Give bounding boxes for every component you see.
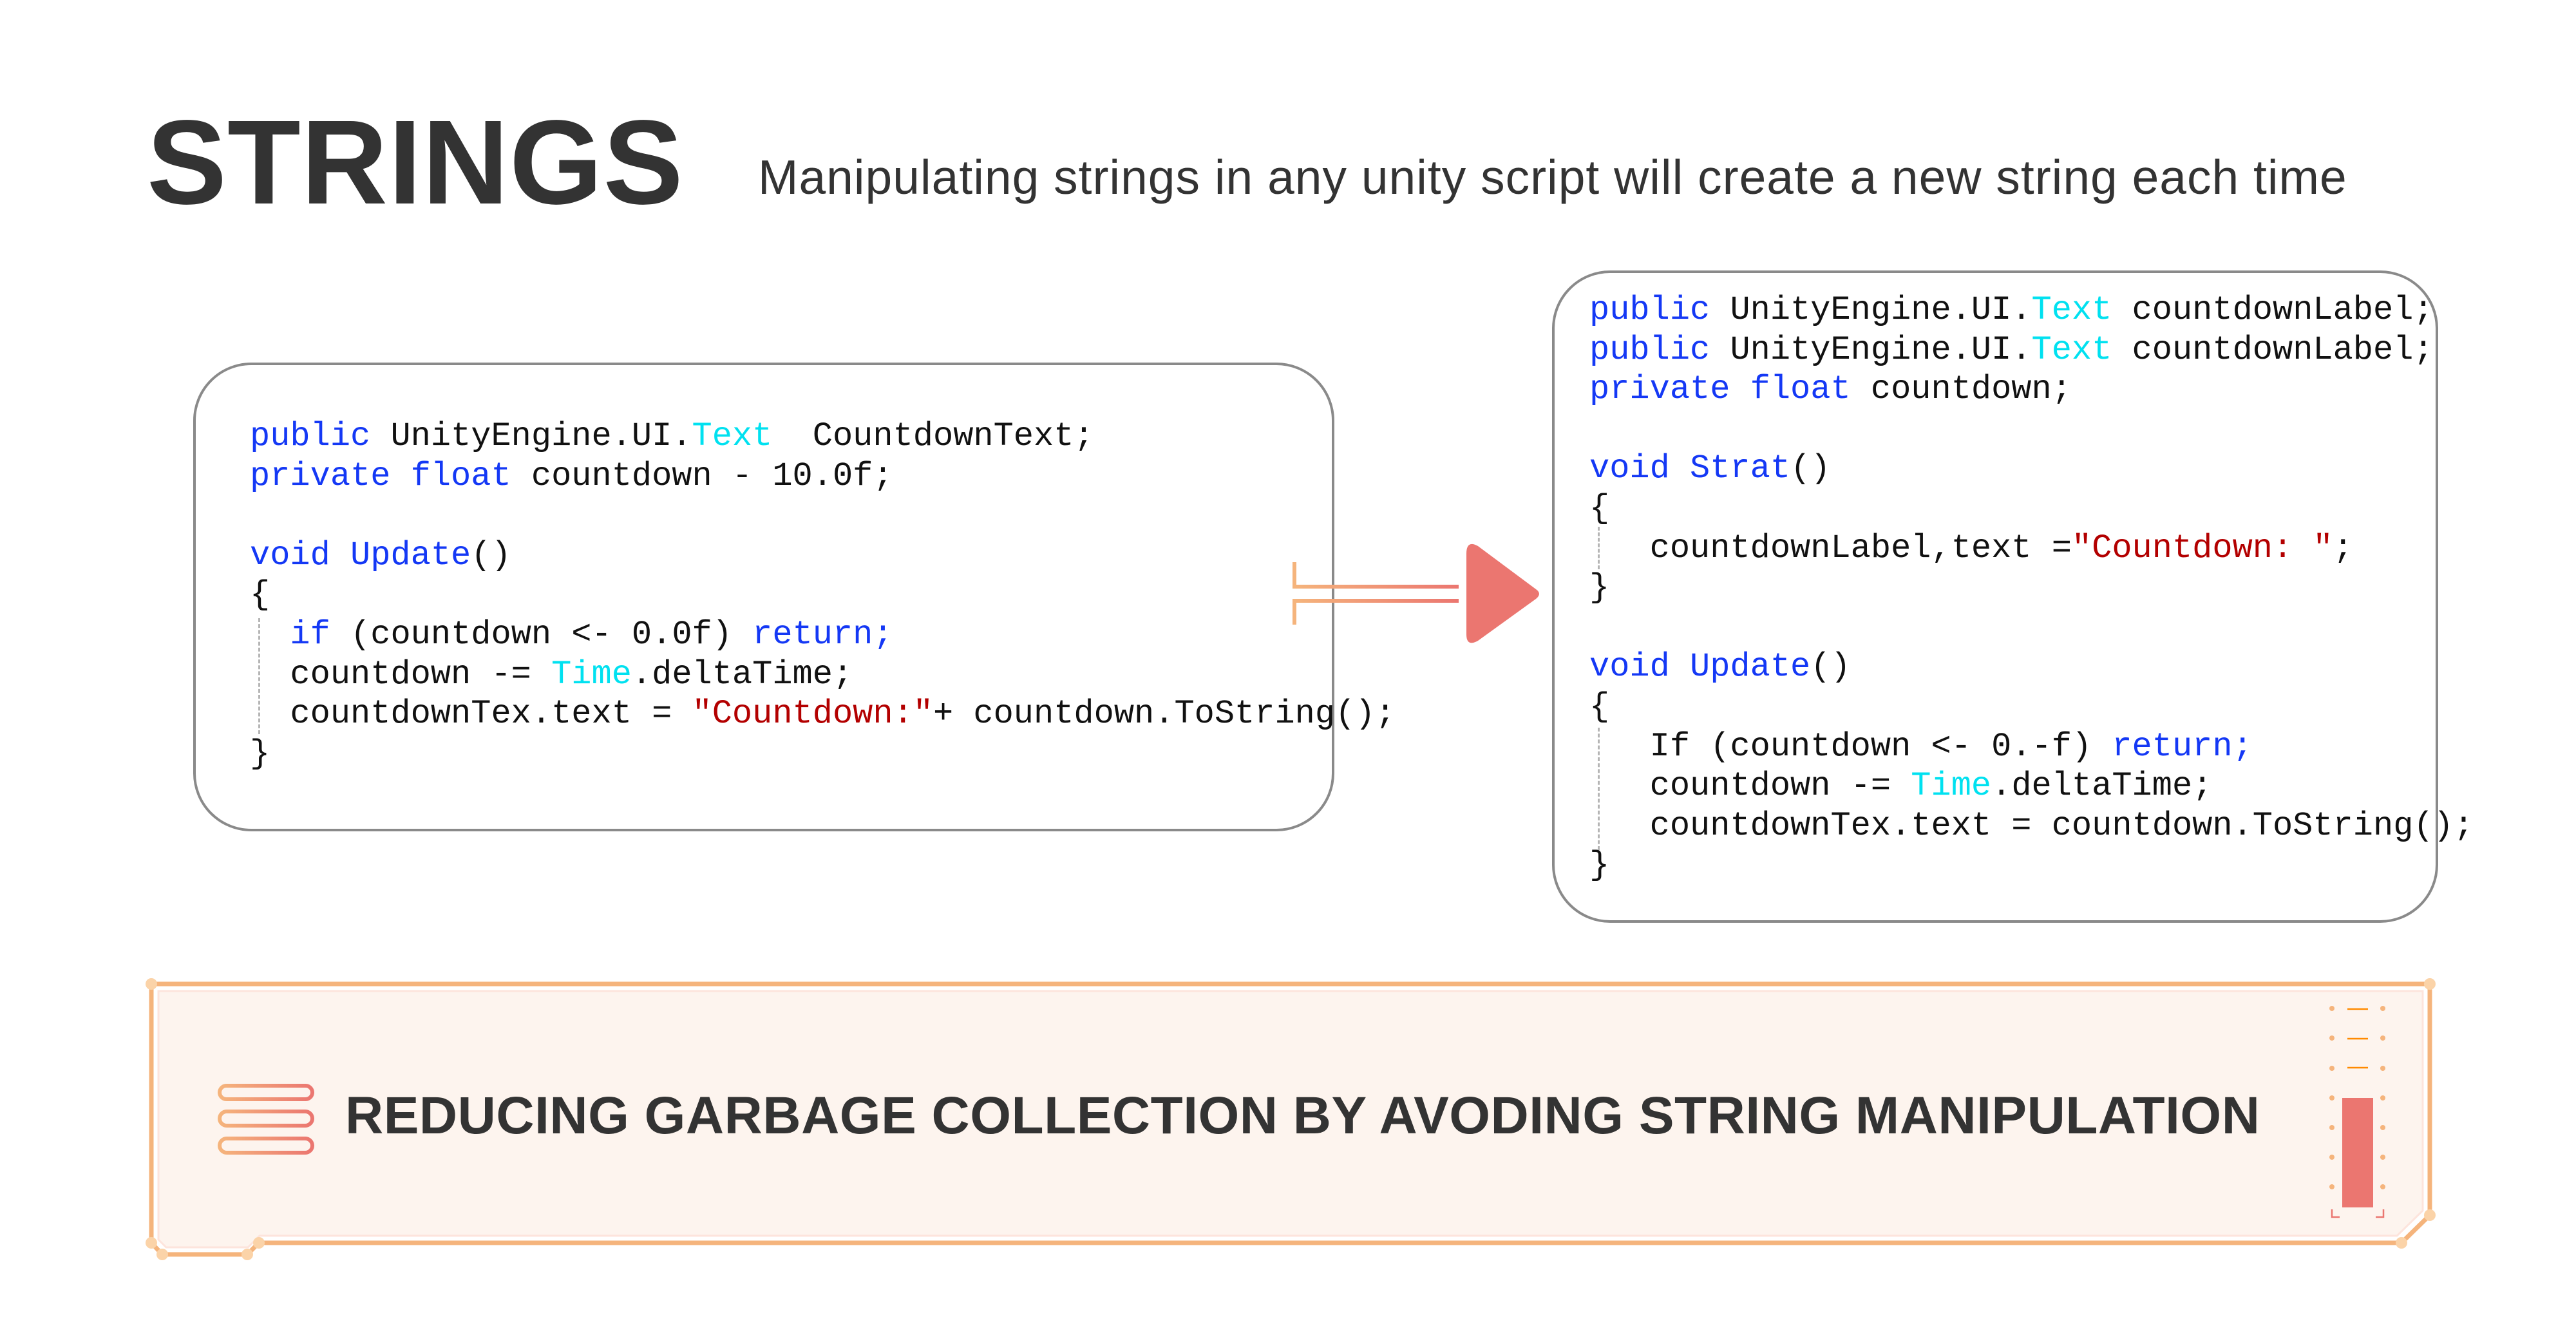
code-line: if (countdown <- 0.0f) return;	[250, 615, 1396, 655]
indent-guide	[258, 618, 260, 734]
code-token: .deltaTime;	[1991, 767, 2213, 806]
code-token: {	[1589, 687, 1610, 726]
code-line: {	[1589, 489, 2474, 529]
banner-title: REDUCING GARBAGE COLLECTION BY AVODING S…	[345, 1086, 2260, 1145]
code-line	[250, 496, 1396, 536]
code-after-panel: public UnityEngine.UI.Text countdownLabe…	[1552, 270, 2474, 923]
code-token: UnityEngine.UI.	[1730, 291, 2032, 329]
code-token: If (countdown <- 0.-f)	[1589, 727, 2112, 766]
code-line: {	[250, 575, 1396, 615]
code-token: Time	[551, 655, 632, 694]
code-token: countdownTex.text =	[250, 695, 692, 733]
code-token: ()	[1790, 449, 1831, 488]
list-icon	[218, 1084, 314, 1155]
code-line: {	[1589, 687, 2474, 727]
indent-guide	[1598, 527, 1600, 569]
code-token: public	[250, 417, 391, 455]
code-line: countdownTex.text = "Countdown:"+ countd…	[250, 694, 1396, 734]
code-token: public	[1589, 330, 1730, 369]
code-token: Time	[1911, 767, 1992, 806]
code-token: countdown -=	[1589, 767, 1911, 806]
indent-guide	[1598, 728, 1600, 850]
code-token	[250, 616, 290, 654]
code-token: {	[1589, 489, 1610, 527]
level-bar	[2342, 1098, 2373, 1207]
code-line: countdown -= Time.deltaTime;	[1589, 766, 2474, 806]
code-after: public UnityEngine.UI.Text countdownLabe…	[1589, 290, 2474, 885]
code-token: }	[1589, 569, 1610, 607]
code-token: void Update	[250, 536, 471, 574]
code-token: countdownLabel;	[2112, 291, 2434, 329]
code-token: return;	[752, 615, 893, 654]
code-token: "Countdown:"	[692, 695, 933, 733]
code-token: (countdown <- 0.0f)	[350, 615, 753, 654]
code-token: return;	[2112, 727, 2253, 766]
code-line	[1589, 410, 2474, 449]
page-title: STRINGS	[147, 96, 684, 229]
code-token: void Strat	[1589, 449, 1791, 488]
code-token: UnityEngine.UI.	[1730, 330, 2032, 369]
code-line: countdownLabel,text ="Countdown: ";	[1589, 529, 2474, 569]
code-line: public UnityEngine.UI.Text countdownLabe…	[1589, 330, 2474, 370]
page-subtitle: Manipulating strings in any unity script…	[758, 150, 2347, 204]
code-line: }	[1589, 568, 2474, 608]
code-line: }	[1589, 846, 2474, 885]
code-token: private float	[250, 457, 531, 495]
code-token: + countdown.ToString();	[933, 695, 1396, 733]
code-token: countdown;	[1870, 370, 2072, 409]
code-token: Text	[692, 417, 773, 455]
code-token: ()	[471, 536, 511, 574]
code-token: .deltaTime;	[631, 655, 853, 694]
code-token: UnityEngine.UI.	[390, 417, 692, 455]
code-line: countdownTex.text = countdown.ToString()…	[1589, 806, 2474, 846]
code-token: countdown -=	[250, 655, 552, 694]
code-token: "Countdown: "	[2071, 529, 2333, 567]
code-token: ;	[2333, 529, 2353, 567]
code-before: public UnityEngine.UI.Text CountdownText…	[250, 417, 1396, 773]
code-line: countdown -= Time.deltaTime;	[250, 655, 1396, 695]
code-line	[1589, 608, 2474, 648]
code-token: CountdownText;	[772, 417, 1094, 455]
code-token: countdownTex.text = countdown.ToString()…	[1589, 806, 2474, 845]
code-line: void Strat()	[1589, 449, 2474, 489]
code-token: countdownLabel,text =	[1589, 529, 2072, 567]
code-token: countdownLabel;	[2112, 330, 2434, 369]
code-line: private float countdown - 10.0f;	[250, 457, 1396, 496]
code-token: void Update	[1589, 648, 1811, 686]
code-line: private float countdown;	[1589, 370, 2474, 410]
level-meter-icon	[2329, 1006, 2385, 1218]
code-line: void Update()	[250, 536, 1396, 576]
code-line: If (countdown <- 0.-f) return;	[1589, 727, 2474, 767]
code-line: void Update()	[1589, 647, 2474, 687]
code-token: Text	[2031, 330, 2112, 369]
code-token: }	[250, 734, 270, 773]
code-token: }	[1589, 846, 1610, 885]
code-before-panel: public UnityEngine.UI.Text CountdownText…	[193, 363, 1396, 831]
code-token: {	[250, 576, 270, 614]
code-token: if	[290, 615, 351, 654]
code-line: }	[250, 734, 1396, 774]
code-token: public	[1589, 291, 1730, 329]
arrow-head	[1466, 543, 1539, 643]
code-token: Text	[2031, 291, 2112, 329]
code-token: countdown - 10.0f;	[531, 457, 893, 495]
code-token: private float	[1589, 370, 1871, 409]
code-token: ()	[1810, 648, 1851, 686]
code-line: public UnityEngine.UI.Text countdownLabe…	[1589, 290, 2474, 330]
code-line: public UnityEngine.UI.Text CountdownText…	[250, 417, 1396, 457]
